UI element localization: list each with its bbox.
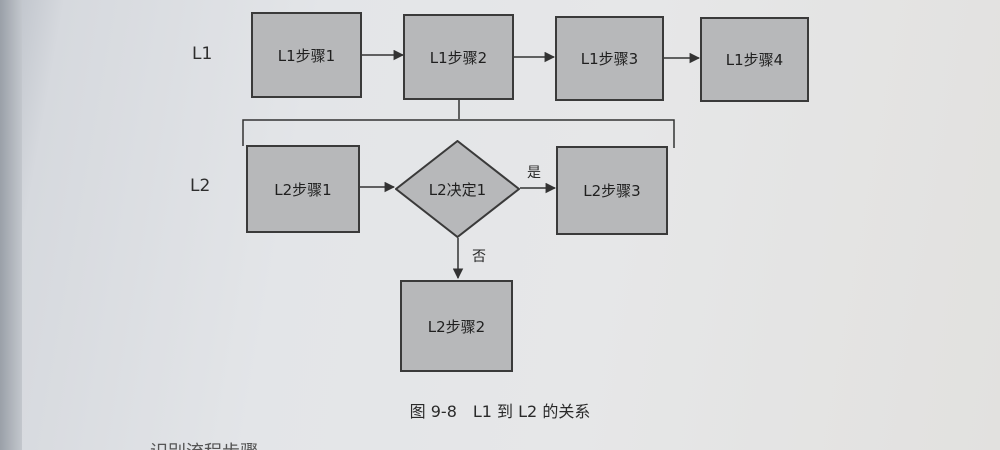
l2-decision-diamond: L2决定1 bbox=[395, 140, 520, 238]
l2-step-3-box: L2步骤3 bbox=[556, 146, 668, 235]
l1-step-3-box: L1步骤3 bbox=[555, 16, 664, 101]
diamond-shape bbox=[395, 140, 520, 238]
l2-step-2-box: L2步骤2 bbox=[400, 280, 513, 372]
yes-branch-label: 是 bbox=[527, 165, 541, 181]
bracket bbox=[242, 119, 675, 148]
lane-label-l1: L1 bbox=[192, 44, 213, 64]
l2-decision-label: L2决定1 bbox=[428, 180, 487, 199]
l1-step-1-box: L1步骤1 bbox=[251, 12, 362, 98]
l1-step-4-box: L1步骤4 bbox=[700, 17, 809, 102]
l1-step-2-box: L1步骤2 bbox=[403, 14, 514, 100]
no-branch-label: 否 bbox=[472, 249, 486, 265]
page-edge-shadow bbox=[0, 0, 22, 450]
figure-caption: 图 9-8 L1 到 L2 的关系 bbox=[409, 402, 591, 421]
l2-step-1-box: L2步骤1 bbox=[246, 145, 360, 233]
lane-label-l2: L2 bbox=[190, 176, 211, 196]
cutoff-body-text: 识别流程步骤 bbox=[150, 438, 258, 450]
